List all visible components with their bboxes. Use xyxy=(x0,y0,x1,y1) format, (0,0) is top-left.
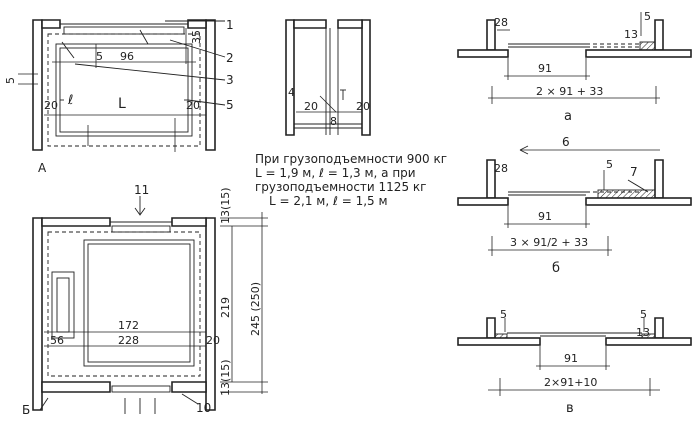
callout-3: 3 xyxy=(226,73,234,87)
door-v-total: 2×91+10 xyxy=(544,376,597,389)
callout-11: 11 xyxy=(134,183,149,197)
door-a-total: 2 × 91 + 33 xyxy=(536,85,603,98)
door-a-dim-5: 5 xyxy=(644,10,651,23)
view-label-b: Б xyxy=(22,403,30,417)
dim-245-250: 245 (250) xyxy=(249,282,262,336)
capacity-note: При грузоподъемности 900 кг L = 1,9 м, ℓ… xyxy=(255,152,470,208)
dim-96: 96 xyxy=(120,50,134,63)
detail-dim-20-left: 20 xyxy=(304,100,318,113)
note-line-1: При грузоподъемности 900 кг xyxy=(255,152,448,166)
callout-1: 1 xyxy=(226,18,234,32)
note-line-4: L = 2,1 м, ℓ = 1,5 м xyxy=(269,194,388,208)
note-line-3: грузоподъемности 1125 кг xyxy=(255,180,427,194)
door-variant-v: 5 5 13 91 2×91+10 в xyxy=(457,308,692,416)
view-label-a: А xyxy=(38,161,47,175)
door-v-dim-13: 13 xyxy=(636,326,650,339)
door-v-dim-91: 91 xyxy=(564,352,578,365)
note-line-2: L = 1,9 м, ℓ = 1,3 м, а при xyxy=(255,166,416,180)
dim-20-right: 20 xyxy=(186,99,200,112)
callout-10: 10 xyxy=(196,401,211,415)
dim-13-top: 13(15) xyxy=(219,187,232,224)
wall-detail: 4 20 8 20 xyxy=(285,19,371,136)
label-L: L xyxy=(118,96,126,112)
dim-5-left: 5 xyxy=(4,77,17,84)
door-variant-a: 28 13 5 91 2 × 91 + 33 а xyxy=(457,10,692,124)
dim-172: 172 xyxy=(118,319,139,332)
door-a-dim-13: 13 xyxy=(624,28,638,41)
door-b-callout-7: 7 xyxy=(630,165,638,179)
callout-5: 5 xyxy=(226,98,234,112)
door-a-dim-28: 28 xyxy=(494,16,508,29)
dim-35: 35 xyxy=(190,30,203,44)
door-v-caption: в xyxy=(566,401,574,416)
dim-219: 219 xyxy=(219,297,232,318)
dim-20: 20 xyxy=(206,334,220,347)
door-v-dim-5-right: 5 xyxy=(640,308,647,321)
plan-b: Б 11 10 172 228 56 20 219 245 (250) 13(1… xyxy=(22,183,268,417)
door-b-total: 3 × 91/2 + 33 xyxy=(510,236,588,249)
dim-56: 56 xyxy=(50,334,64,347)
label-l: ℓ xyxy=(67,93,73,108)
dim-5-top: 5 xyxy=(96,50,103,63)
door-a-dim-91: 91 xyxy=(538,62,552,75)
door-variant-b: 6 7 28 5 91 3 × 91/2 + 33 б xyxy=(457,135,692,276)
door-b-dim-91: 91 xyxy=(538,210,552,223)
detail-dim-20-right: 20 xyxy=(356,100,370,113)
door-v-dim-5-left: 5 xyxy=(500,308,507,321)
door-b-caption: б xyxy=(552,261,560,276)
door-b-callout-6: 6 xyxy=(562,135,570,149)
door-b-dim-5: 5 xyxy=(606,158,613,171)
door-b-dim-28: 28 xyxy=(494,162,508,175)
dim-20-left: 20 xyxy=(44,99,58,112)
dim-228: 228 xyxy=(118,334,139,347)
callout-2: 2 xyxy=(226,51,234,65)
plan-a: А 1 2 3 5 5 96 35 5 20 20 L ℓ xyxy=(4,18,234,175)
door-a-caption: а xyxy=(564,109,572,124)
dim-13-bottom: 13(15) xyxy=(219,359,232,396)
plan-a-texts: А 1 2 3 5 5 96 35 5 20 20 L ℓ xyxy=(4,18,234,175)
detail-callout-4: 4 xyxy=(288,86,295,99)
detail-dim-8: 8 xyxy=(330,115,337,128)
